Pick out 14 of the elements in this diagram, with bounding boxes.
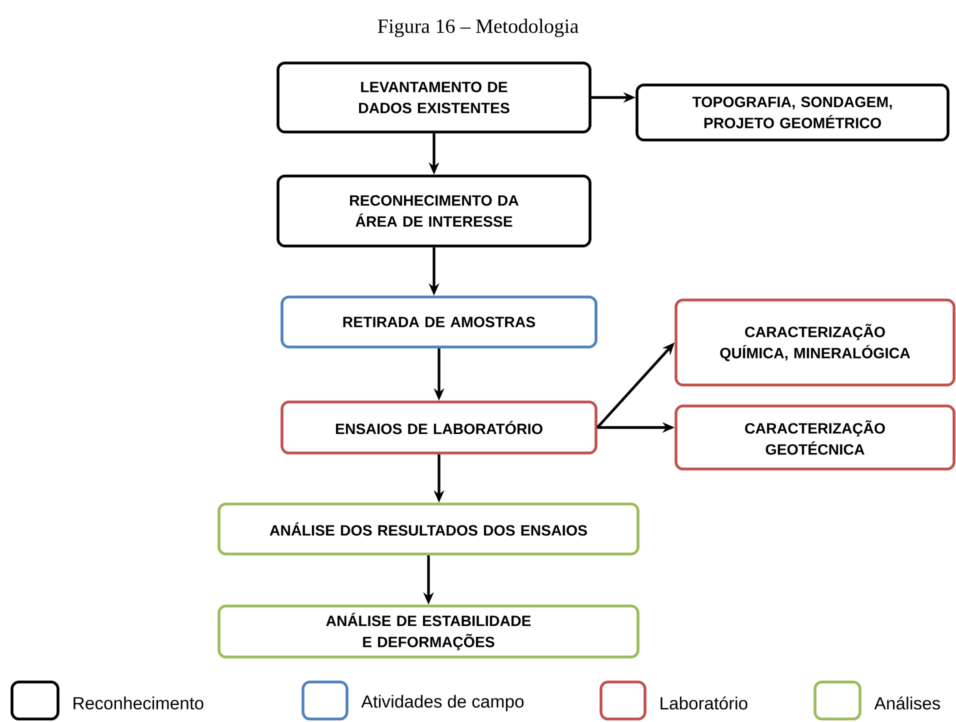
process-box: TOPOGRAFIA, SONDAGEM, PROJETO GEOMÉTRICO xyxy=(636,84,950,142)
process-box: CARACTERIZAÇÃO QUÍMICA, MINERALÓGICA xyxy=(674,298,956,386)
legend-label: Atividades de campo xyxy=(361,694,524,712)
process-box: ANÁLISE DOS RESULTADOS DOS ENSAIOS xyxy=(218,502,640,556)
legend-label: Laboratório xyxy=(660,696,748,710)
legend-label: Reconhecimento xyxy=(74,696,204,710)
process-box: CARACTERIZAÇÃO GEOTÉCNICA xyxy=(674,404,956,470)
figure-title: Figura 16 – Metodologia xyxy=(378,18,578,38)
process-box: LEVANTAMENTO DE DADOS EXISTENTES xyxy=(276,62,592,134)
process-box: RETIRADA DE AMOSTRAS xyxy=(280,296,598,348)
legend-label: Análises xyxy=(874,696,940,710)
process-box: ANÁLISE DE ESTABILIDADE E DEFORMAÇÕES xyxy=(218,604,640,658)
process-box: ENSAIOS DE LABORATÓRIO xyxy=(280,400,598,454)
process-box: RECONHECIMENTO DA ÁREA DE INTERESSE xyxy=(276,174,592,248)
